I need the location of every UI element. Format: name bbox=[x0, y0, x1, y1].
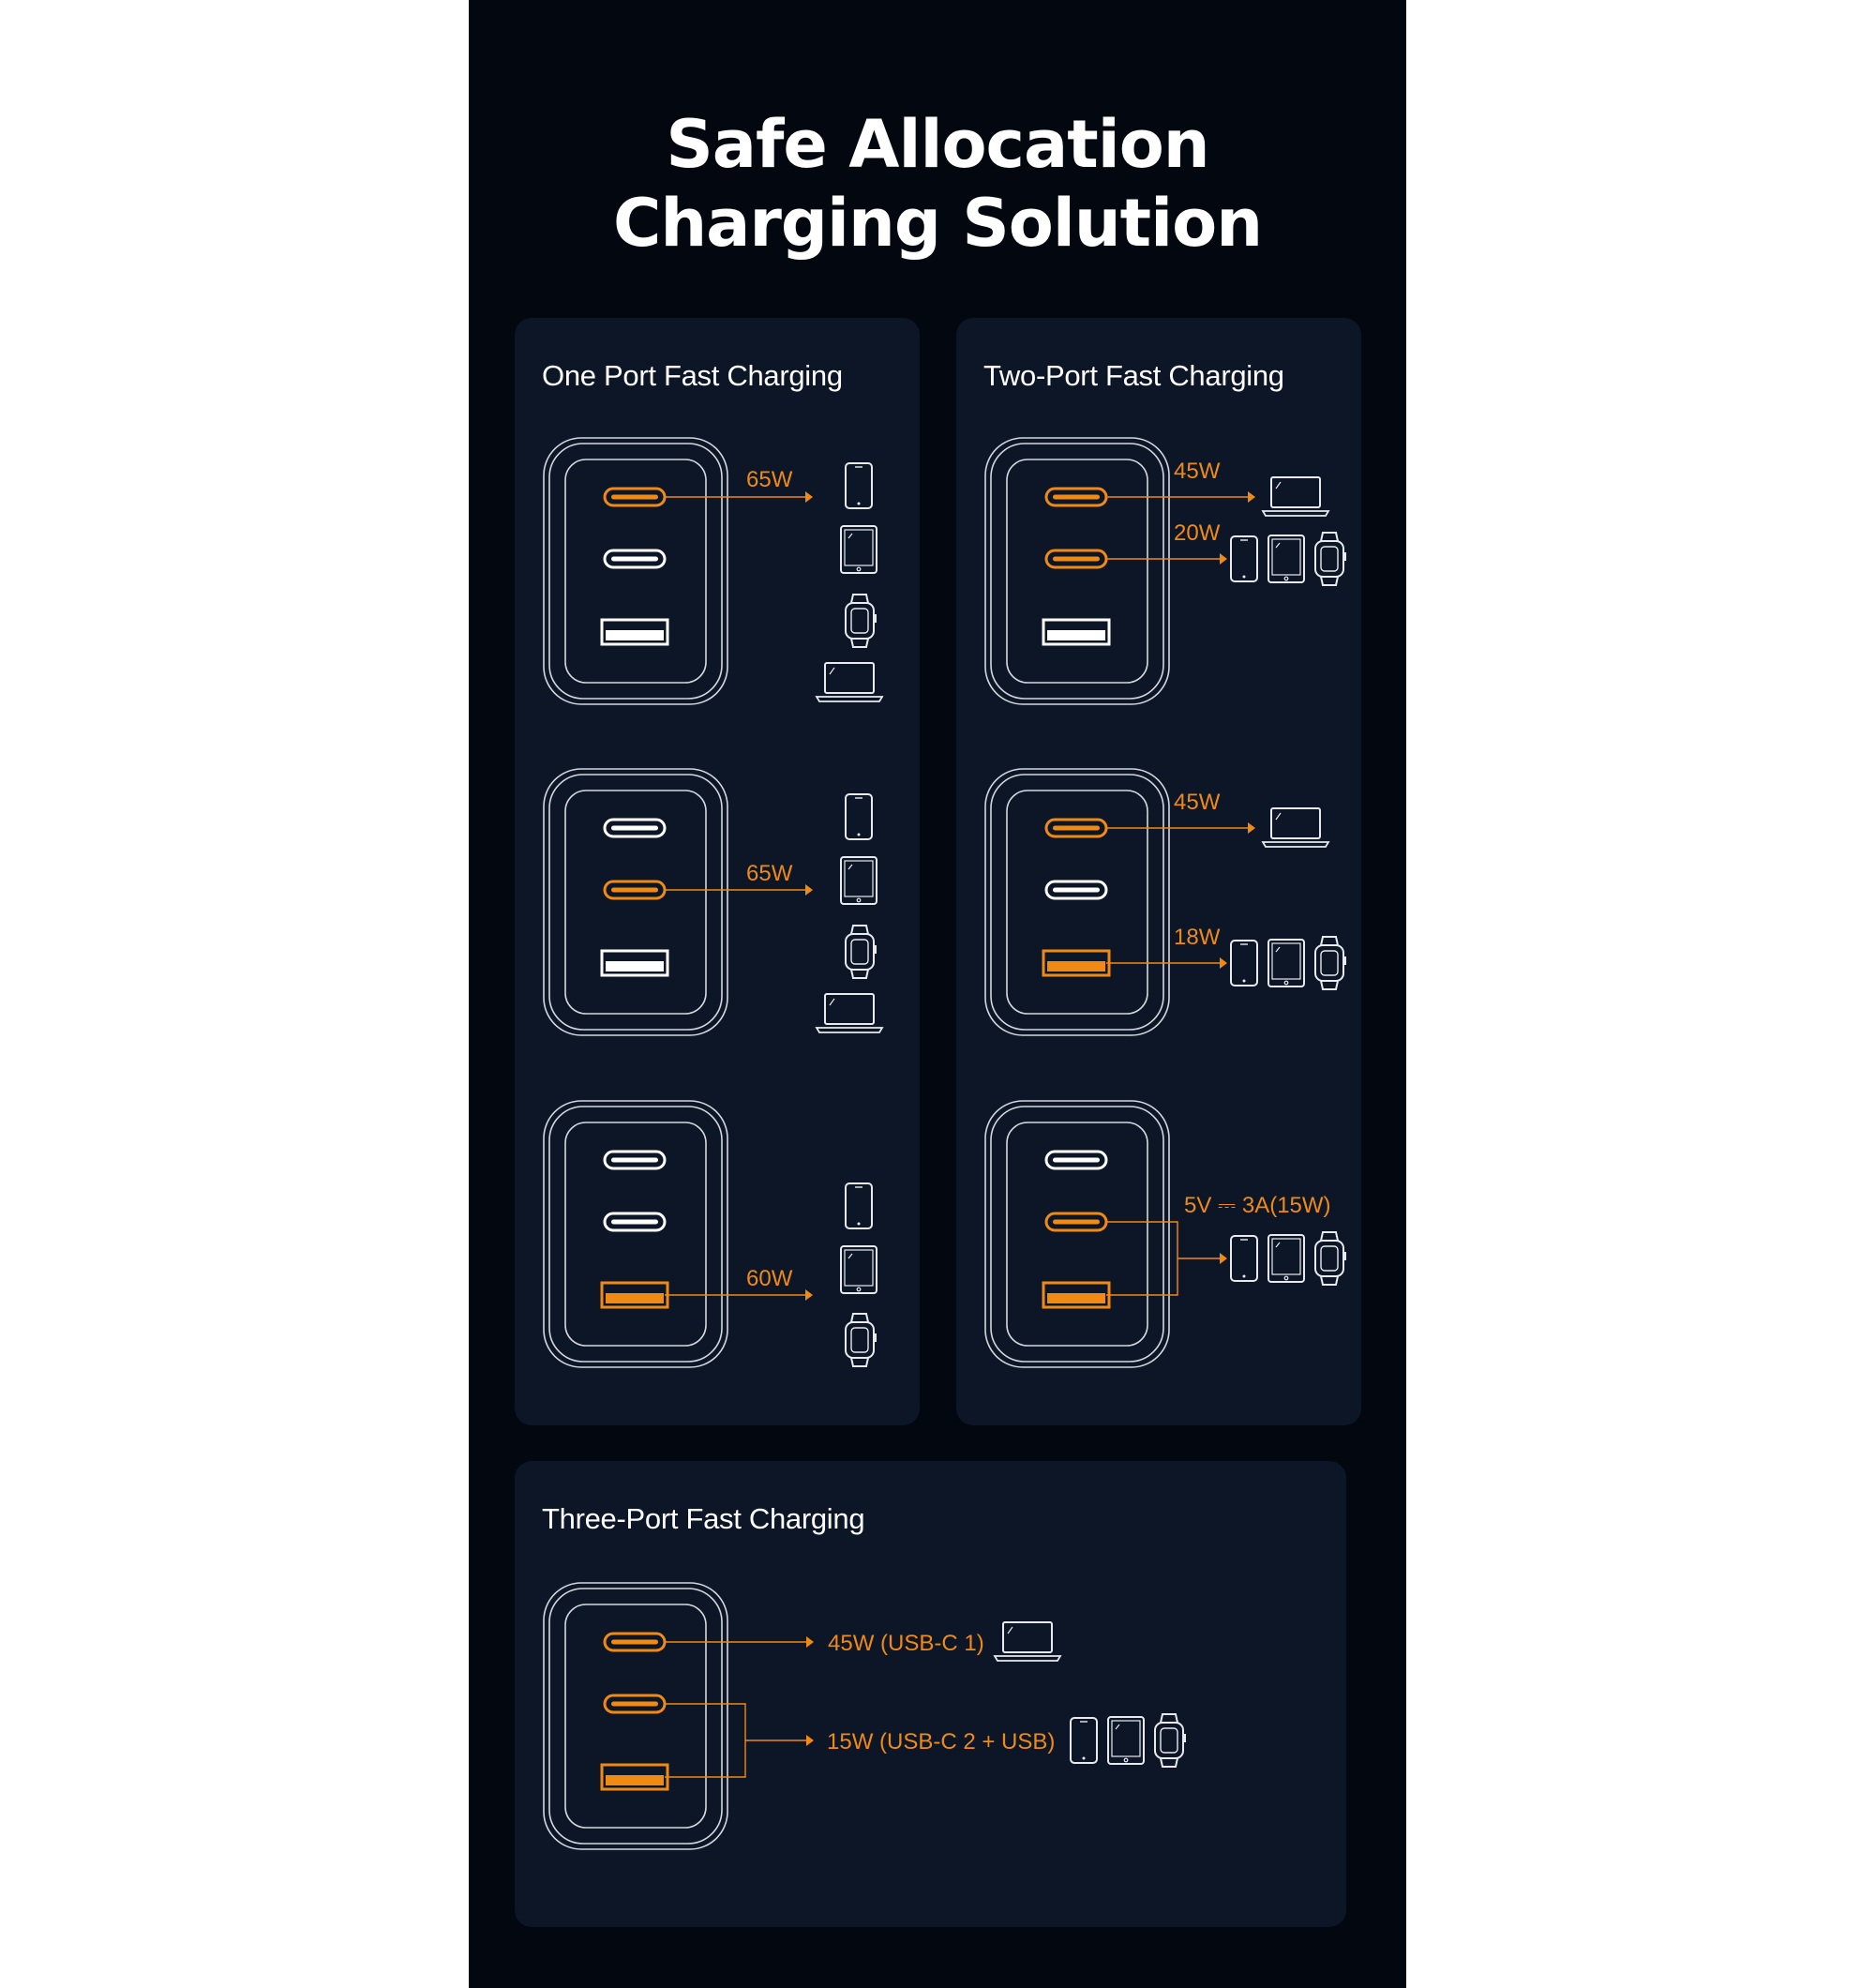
power-label: 65W bbox=[746, 467, 793, 492]
arrow-icon bbox=[806, 1636, 814, 1648]
charger bbox=[543, 1582, 728, 1850]
power-label: 5V ⎓ 3A(15W) bbox=[1184, 1193, 1331, 1218]
panel-three-port: Three-Port Fast Charging 45W (USB-C 1) 1… bbox=[515, 1461, 1346, 1927]
usb-a-port-icon bbox=[600, 618, 669, 646]
laptop-icon bbox=[993, 1621, 1062, 1662]
tablet-icon bbox=[1268, 535, 1305, 583]
usb-c-port-icon bbox=[603, 549, 667, 569]
usb-c-port-icon bbox=[603, 818, 667, 838]
laptop-icon bbox=[1261, 476, 1330, 517]
usb-a-port-icon bbox=[1042, 618, 1111, 646]
power-label: 18W bbox=[1174, 925, 1221, 950]
scenario-one-port-usb-a: 60W bbox=[543, 1100, 878, 1368]
usb-a-port-icon bbox=[600, 949, 669, 977]
title-line-1: Safe Allocation bbox=[666, 106, 1209, 183]
tablet-icon bbox=[1268, 939, 1305, 987]
phone-icon bbox=[1230, 1235, 1258, 1282]
phone-icon bbox=[845, 1182, 873, 1229]
arrow-icon bbox=[805, 1289, 813, 1301]
scenario-two-port-c1-c2: 45W 20W bbox=[984, 437, 1346, 705]
page-title: Safe Allocation Charging Solution bbox=[469, 105, 1406, 263]
poster: Safe Allocation Charging Solution One Po… bbox=[469, 0, 1406, 1988]
arrow-icon bbox=[1220, 1253, 1227, 1264]
watch-icon bbox=[1314, 936, 1346, 990]
usb-c-port-icon bbox=[603, 1150, 667, 1170]
phone-icon bbox=[845, 462, 873, 509]
laptop-icon bbox=[1261, 807, 1330, 848]
tablet-icon bbox=[840, 1245, 878, 1294]
arrow-icon bbox=[1248, 491, 1255, 503]
usb-c-port-icon bbox=[603, 1212, 667, 1232]
watch-icon bbox=[1314, 1231, 1346, 1286]
power-label: 45W bbox=[1174, 459, 1221, 484]
arrow-icon bbox=[806, 1735, 814, 1746]
phone-icon bbox=[1230, 535, 1258, 582]
arrow-icon bbox=[805, 491, 813, 503]
watch-icon bbox=[845, 1313, 877, 1367]
tablet-icon bbox=[1268, 1234, 1305, 1283]
panel-two-port: Two-Port Fast Charging 45W 20W bbox=[956, 318, 1361, 1425]
phone-icon bbox=[845, 793, 873, 840]
watch-icon bbox=[1154, 1713, 1186, 1768]
arrow-icon bbox=[1220, 553, 1227, 565]
panel-one-port: One Port Fast Charging 65W bbox=[515, 318, 920, 1425]
arrow-icon bbox=[805, 884, 813, 896]
tablet-icon bbox=[840, 856, 878, 905]
usb-c-port-icon bbox=[1044, 1150, 1108, 1170]
charger bbox=[984, 437, 1170, 705]
tablet-icon bbox=[1107, 1716, 1145, 1765]
scenario-two-port-c2-usb-a: 5V ⎓ 3A(15W) bbox=[984, 1100, 1346, 1368]
tablet-icon bbox=[840, 525, 878, 574]
phone-icon bbox=[1070, 1717, 1098, 1764]
phone-icon bbox=[1230, 940, 1258, 986]
power-label: 65W bbox=[746, 861, 793, 886]
watch-icon bbox=[1314, 532, 1346, 586]
watch-icon bbox=[845, 594, 877, 648]
arrow-icon bbox=[1220, 957, 1227, 969]
arrow-icon bbox=[1248, 822, 1255, 834]
charger bbox=[984, 1100, 1170, 1368]
charger bbox=[984, 768, 1170, 1036]
power-label: 45W bbox=[1174, 790, 1221, 815]
charger bbox=[543, 768, 728, 1036]
scenario-three-port: 45W (USB-C 1) 15W (USB-C 2 + USB) bbox=[543, 1582, 1186, 1850]
panel-title-two-port: Two-Port Fast Charging bbox=[983, 359, 1284, 392]
usb-c-port-icon bbox=[1044, 880, 1108, 900]
scenario-one-port-c1: 65W bbox=[543, 437, 884, 705]
title-line-2: Charging Solution bbox=[612, 185, 1263, 262]
charger bbox=[543, 1100, 728, 1368]
scenario-one-port-c2: 65W bbox=[543, 768, 884, 1036]
panel-title-one-port: One Port Fast Charging bbox=[542, 359, 843, 392]
scenario-two-port-c1-usb-a: 45W 18W bbox=[984, 768, 1346, 1036]
laptop-icon bbox=[815, 662, 884, 702]
watch-icon bbox=[845, 925, 877, 979]
power-label: 20W bbox=[1174, 520, 1221, 546]
panel-title-three-port: Three-Port Fast Charging bbox=[542, 1502, 865, 1535]
charger bbox=[543, 437, 728, 705]
laptop-icon bbox=[815, 993, 884, 1033]
power-label: 15W (USB-C 2 + USB) bbox=[827, 1729, 1055, 1755]
power-label: 45W (USB-C 1) bbox=[828, 1631, 984, 1656]
power-label: 60W bbox=[746, 1266, 793, 1291]
